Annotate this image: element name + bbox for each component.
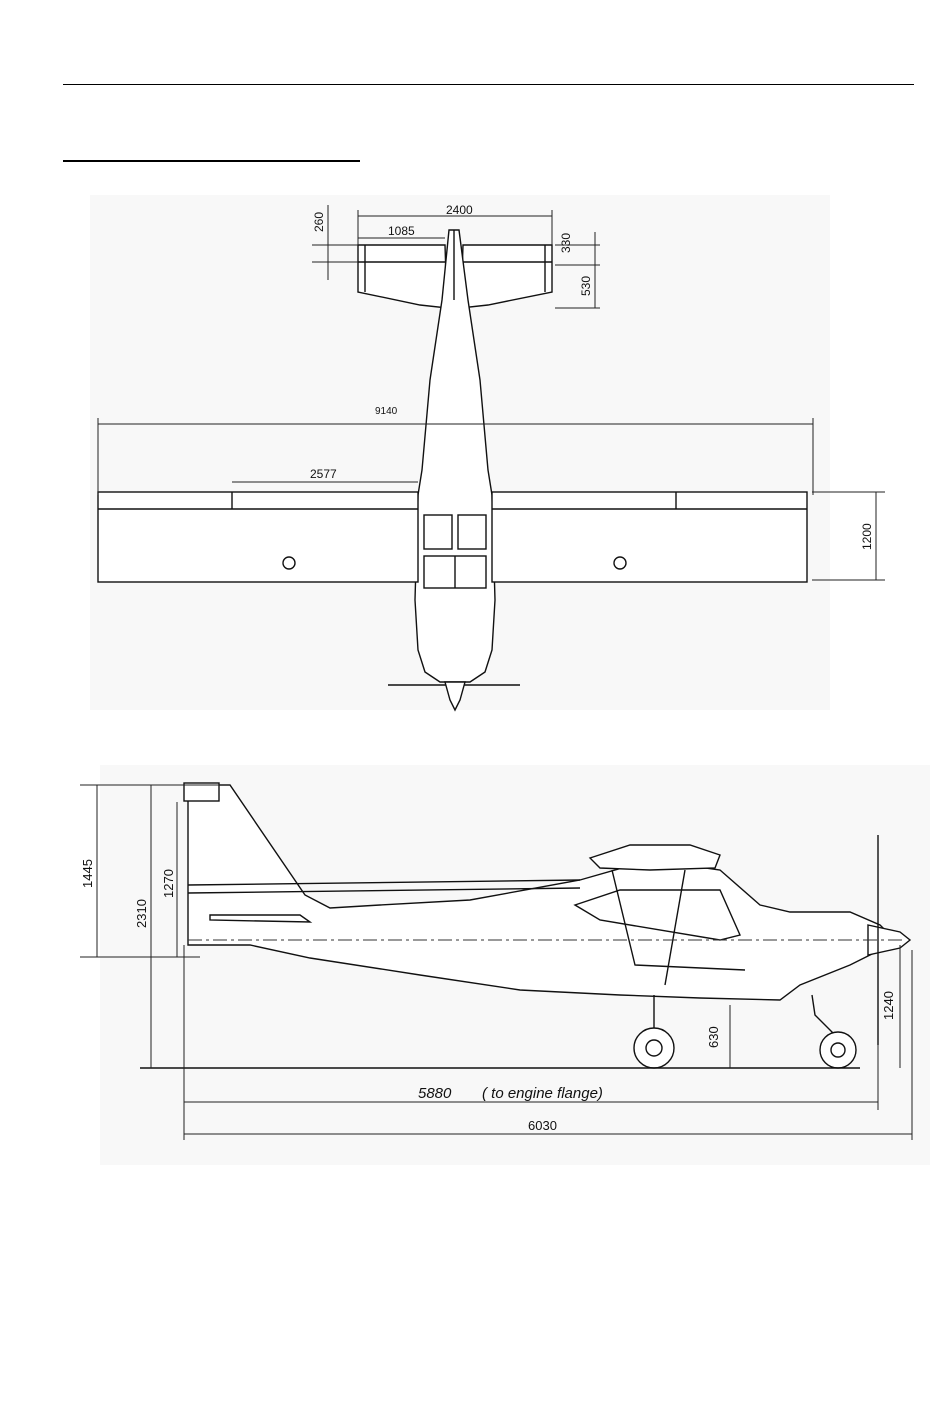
dim-length-flange-note: ( to engine flange)	[482, 1085, 603, 1102]
stabilizer-side	[210, 915, 310, 922]
fin-cap	[184, 783, 219, 801]
dim-prop-axis-height: 1240	[881, 991, 896, 1020]
dim-total-height: 2310	[134, 899, 149, 928]
dim-total-length: 6030	[528, 1118, 557, 1133]
dim-rudder-height: 1270	[161, 869, 176, 898]
dim-fin-height: 1445	[80, 859, 95, 888]
dim-ground-clearance: 630	[706, 1026, 721, 1048]
dim-length-flange: 5880	[418, 1085, 452, 1102]
